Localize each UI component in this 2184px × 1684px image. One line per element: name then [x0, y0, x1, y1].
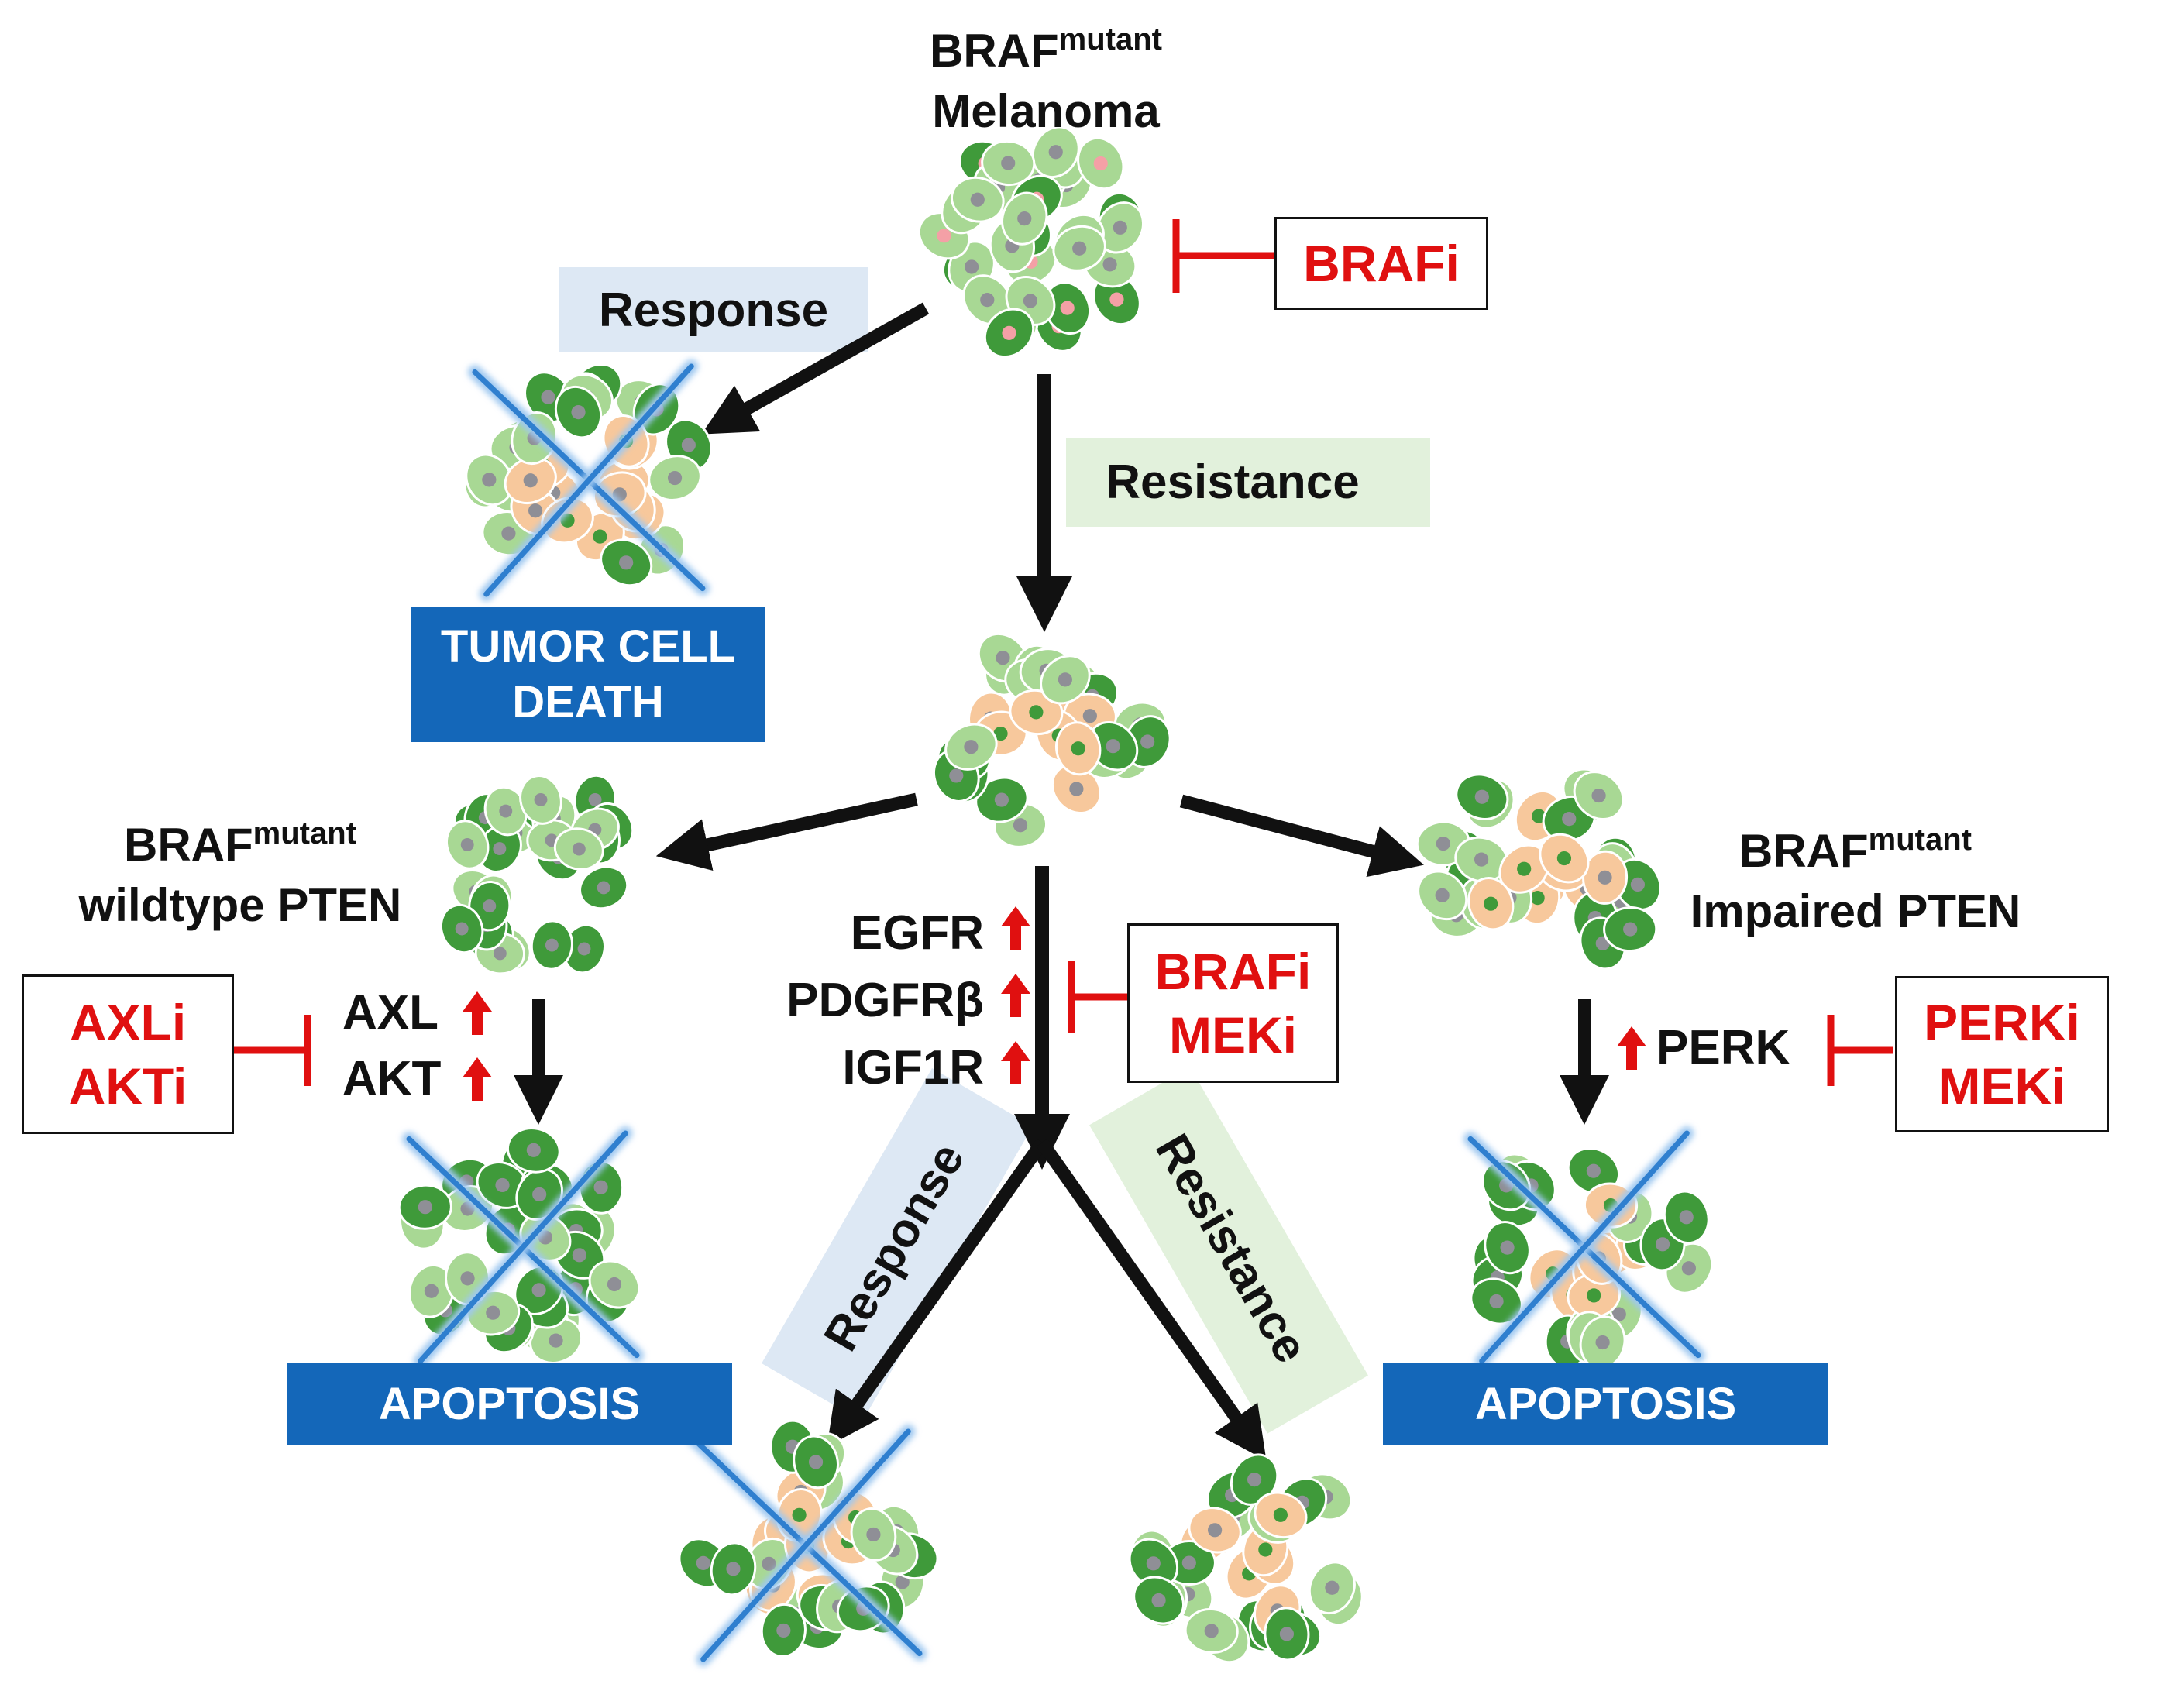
response-label: Response	[598, 283, 829, 337]
apoptosis-left-label: APOPTOSIS	[378, 1378, 641, 1429]
tumor-cell-death-line1: TUMOR CELL	[440, 620, 736, 672]
middle-marker-egfr: EGFR	[850, 906, 984, 960]
arrow-middle-response	[827, 1139, 1047, 1447]
top-title: BRAFmutant Melanoma	[844, 9, 1247, 142]
response-tag-diagonal-bg	[762, 1067, 1033, 1422]
left-title-sup: mutant	[253, 816, 356, 851]
dead-cell-cluster	[463, 359, 713, 601]
dead-cell-cluster-left	[397, 1126, 644, 1368]
resistance-tag-bg	[1066, 438, 1430, 527]
pten-wildtype-cell-cluster	[439, 774, 635, 975]
apoptosis-left-box: APOPTOSIS	[287, 1363, 732, 1445]
arrow-middle-resistance	[1037, 1139, 1267, 1461]
melanoma-cell-cluster	[917, 125, 1144, 359]
axl-akt-inhibitor-box: AXLi AKTi	[22, 974, 234, 1134]
middle-marker-pdgfrb: PDGFRβ	[786, 974, 984, 1027]
apoptosis-right-box: APOPTOSIS	[1383, 1363, 1828, 1445]
right-title-line2: Impaired PTEN	[1690, 885, 2021, 937]
arrow-to-left-branch	[655, 792, 918, 871]
left-title-main: BRAF	[124, 819, 253, 871]
left-marker-axl: AXL	[342, 986, 439, 1040]
pten-impaired-cell-cluster	[1415, 768, 1662, 971]
right-title-sup: mutant	[1868, 823, 1972, 857]
dead-cell-cluster-bottom	[678, 1419, 939, 1666]
top-title-sup: mutant	[1058, 22, 1162, 57]
resistant-cell-cluster	[933, 632, 1171, 848]
dead-cell-cluster-right	[1463, 1126, 1714, 1373]
right-drug-2: MEKi	[1938, 1057, 2066, 1115]
inhibition-top	[1172, 219, 1274, 293]
tumor-cell-death-line2: DEATH	[512, 676, 664, 727]
middle-marker-igf1r: IGF1R	[842, 1041, 984, 1095]
up-arrow-icons	[463, 906, 1646, 1101]
resistance-label: Resistance	[1106, 455, 1360, 509]
right-drug-1: PERKi	[1924, 994, 2080, 1051]
braf-inhibitor-box: BRAFi	[1274, 217, 1488, 310]
braf-inhibitor-label: BRAFi	[1303, 235, 1460, 292]
left-marker-akt: AKT	[342, 1052, 442, 1105]
inhibition-middle	[1068, 961, 1127, 1033]
inhibition-right	[1827, 1015, 1893, 1086]
tumor-cell-death-box: TUMOR CELL DEATH	[411, 607, 765, 742]
arrow-to-right-branch	[1179, 794, 1424, 878]
middle-drug-1: BRAFi	[1154, 943, 1312, 1000]
braf-mek-inhibitor-box: BRAFi MEKi	[1127, 923, 1339, 1083]
top-title-line2: Melanoma	[932, 85, 1160, 137]
perk-mek-inhibitor-box: PERKi MEKi	[1895, 976, 2109, 1132]
top-title-main: BRAF	[930, 25, 1059, 77]
right-title-main: BRAF	[1739, 825, 1869, 877]
left-title-line2: wildtype PTEN	[78, 879, 402, 931]
right-branch-title: BRAFmutant Impaired PTEN	[1662, 809, 2049, 942]
left-branch-title: BRAFmutant wildtype PTEN	[46, 803, 434, 936]
inhibition-left	[231, 1015, 311, 1086]
resistance-tag-diagonal-bg	[1089, 1067, 1368, 1434]
right-marker-perk: PERK	[1656, 1021, 1790, 1074]
middle-drug-2: MEKi	[1169, 1006, 1297, 1064]
apoptosis-right-label: APOPTOSIS	[1474, 1378, 1737, 1429]
left-drug-1: AXLi	[69, 994, 187, 1051]
left-drug-2: AKTi	[68, 1057, 187, 1115]
arrow-to-response	[701, 302, 930, 435]
resistant-cell-cluster-bottom	[1128, 1453, 1364, 1664]
response-tag-bg	[559, 267, 868, 352]
